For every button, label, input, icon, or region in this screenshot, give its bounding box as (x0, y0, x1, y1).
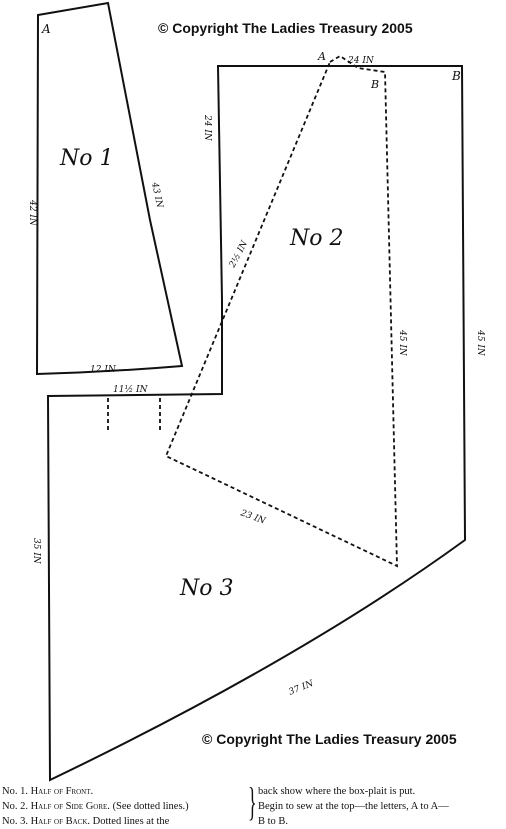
legend-note-2: (See dotted lines.) (112, 801, 189, 812)
piece-2-title: No 2 (289, 226, 344, 251)
piece-1-bottom-measure: 12 IN (90, 365, 117, 375)
legend-note-3: Dotted lines at the (92, 816, 170, 827)
outer-right-measure: 45 IN (475, 329, 485, 357)
copyright-bottom: © Copyright The Ladies Treasury 2005 (202, 731, 457, 747)
piece-2-right-measure: 45 IN (397, 329, 407, 357)
piece-3-top-offset-measure: 11½ IN (113, 384, 149, 395)
legend-brace: } (248, 779, 257, 824)
piece-1-point-a: A (41, 22, 51, 36)
outer-point-b: B (451, 69, 461, 83)
piece-2-diagonal-measure: 2½ IN (226, 238, 250, 270)
piece-2-dotted-outline (164, 54, 398, 568)
copyright-top: © Copyright The Ladies Treasury 2005 (158, 20, 413, 36)
piece-1-right-measure: 43 IN (149, 181, 165, 210)
piece-1-outline (35, 1, 184, 376)
piece-3-title: No 3 (179, 576, 234, 601)
legend-text-3: Half of Back. (30, 816, 91, 827)
legend-right-2: Begin to sew at the top—the letters, A t… (258, 801, 449, 812)
legend-no-1: No. 1. (2, 786, 28, 797)
back-outline (46, 65, 467, 782)
back-top-measure: 24 IN (202, 114, 212, 142)
legend-no-3: No. 3. (2, 816, 28, 827)
piece-3-bottom-measure: 37 IN (287, 678, 316, 697)
legend-right-3: B to B. (258, 816, 289, 827)
piece-1-title: No 1 (59, 146, 114, 171)
piece-2-top-measure: 24 IN (347, 56, 375, 66)
piece-2-point-b: B (370, 78, 379, 91)
legend-line-1: No. 1. Half of Front. (2, 784, 189, 799)
legend-text-2: Half of Side Gore. (30, 801, 110, 812)
legend-left: No. 1. Half of Front. No. 2. Half of Sid… (2, 784, 189, 829)
legend-right: back show where the box-plait is put. Be… (258, 784, 449, 829)
legend-line-3: No. 3. Half of Back. Dotted lines at the (2, 814, 189, 829)
piece-1-left-measure: 42 IN (27, 199, 37, 227)
piece-3-left-measure: 35 IN (31, 538, 41, 565)
legend-line-2: No. 2. Half of Side Gore. (See dotted li… (2, 799, 189, 814)
legend-no-2: No. 2. (2, 801, 28, 812)
piece-2-bottom-measure: 23 IN (238, 508, 268, 527)
legend-text-1: Half of Front. (30, 786, 94, 797)
legend-right-1: back show where the box-plait is put. (258, 786, 416, 797)
piece-2-point-a: A (317, 50, 326, 63)
